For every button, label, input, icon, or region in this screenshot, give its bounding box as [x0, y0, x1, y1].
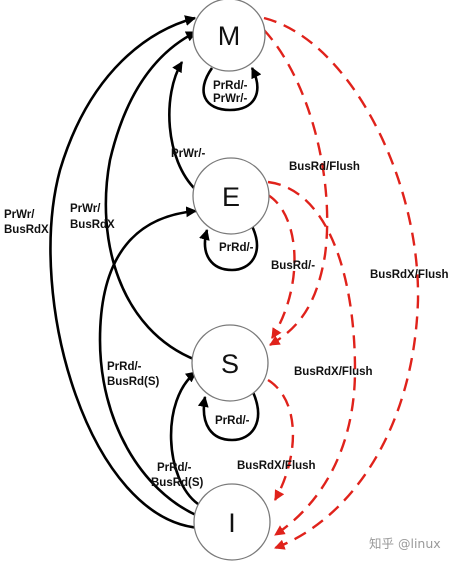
label-e-to-m: PrWr/-	[171, 148, 205, 160]
label-m-self-line2: PrWr/-	[213, 93, 247, 105]
edge-e-to-m	[168, 61, 197, 191]
state-e: E	[192, 157, 270, 235]
edge-s-to-i	[267, 378, 295, 501]
state-i: I	[193, 483, 271, 561]
label-i-to-s-line2: BusRd(S)	[151, 477, 204, 489]
label-s-to-m-line2: BusRdX	[70, 219, 115, 231]
label-e-to-s: BusRd/-	[271, 260, 315, 272]
label-e-self: PrRd/-	[219, 242, 254, 254]
state-e-label: E	[222, 182, 240, 212]
edge-e-to-i	[267, 180, 357, 536]
label-s-to-i: BusRdX/Flush	[237, 460, 316, 472]
label-s-self: PrRd/-	[215, 415, 250, 427]
edge-m-to-i	[263, 16, 420, 550]
state-s: S	[191, 324, 269, 402]
edge-i-to-e	[98, 206, 199, 518]
label-i-to-e-line1: PrRd/-	[107, 361, 142, 373]
label-i-to-m-line1: PrWr/	[4, 209, 35, 221]
label-m-to-i: BusRdX/Flush	[370, 269, 449, 281]
edge-i-to-s	[169, 370, 199, 506]
state-i-label: I	[228, 508, 236, 538]
edge-s-self-loop	[197, 391, 260, 442]
watermark: 知乎 @linux	[369, 536, 441, 551]
state-m-label: M	[218, 21, 241, 51]
label-m-to-s: BusRd/Flush	[289, 161, 360, 173]
state-m: M	[192, 0, 266, 72]
label-m-self-line1: PrRd/-	[213, 80, 248, 92]
label-s-to-m-line1: PrWr/	[70, 203, 101, 215]
edge-e-self-loop	[199, 225, 259, 272]
edge-m-self-loop	[202, 67, 262, 112]
edge-m-to-s	[263, 29, 329, 347]
label-e-to-i: BusRdX/Flush	[294, 366, 373, 378]
label-i-to-s-line1: PrRd/-	[157, 462, 192, 474]
edge-e-to-s	[267, 193, 296, 339]
edge-i-to-m	[49, 15, 201, 530]
label-i-to-e-line2: BusRd(S)	[107, 376, 160, 388]
label-i-to-m-line2: BusRdX	[4, 224, 49, 236]
edge-s-to-m	[104, 30, 197, 362]
state-s-label: S	[221, 349, 239, 379]
